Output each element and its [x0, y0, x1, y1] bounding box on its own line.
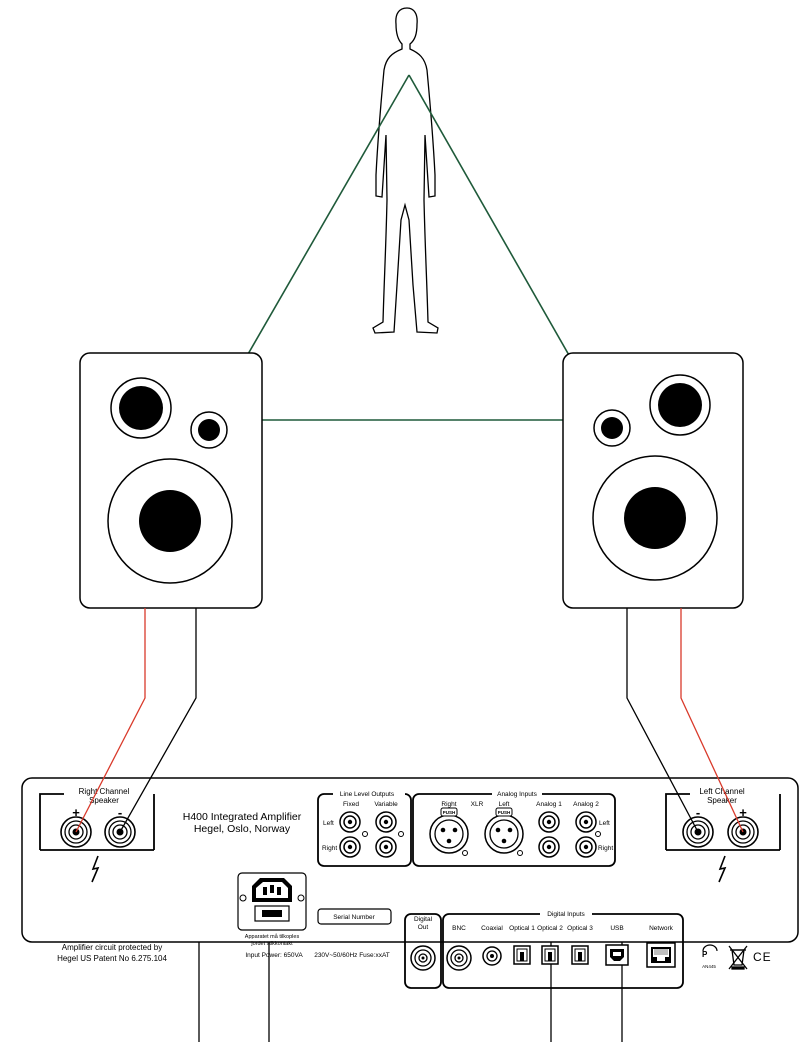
xlr-right-label: Right: [441, 801, 456, 808]
left-speaker-woofer: [592, 455, 718, 581]
line-level-outputs: Line Level Outputs Fixed Variable Left R…: [317, 790, 412, 867]
coaxial-input[interactable]: [482, 946, 502, 966]
analog-left-label: Left: [599, 820, 610, 827]
analog-inputs-title: Analog Inputs: [497, 791, 538, 798]
network-label: Network: [649, 925, 674, 932]
left-positive-cable: [680, 608, 744, 833]
digital-out-label-2: Out: [418, 924, 429, 931]
right-channel-label-1: Right Channel: [79, 787, 130, 796]
digital-inputs-title: Digital Inputs: [547, 911, 585, 918]
weee-bin-icon: [728, 945, 748, 970]
certification-code: AN445: [702, 964, 716, 969]
xlr-left-label: Left: [499, 801, 510, 808]
certification-mark-icon: P AN445: [702, 944, 718, 969]
network-input[interactable]: [646, 942, 676, 968]
optical2-label: Optical 2: [537, 925, 563, 932]
patent-line-2: Hegel US Patent No 6.275.104: [57, 954, 167, 963]
digital-out-label-1: Digital: [414, 916, 433, 923]
usb-label: USB: [610, 925, 623, 932]
left-minus-sign: -: [696, 805, 700, 820]
patent-line-1: Amplifier circuit protected by: [62, 943, 162, 952]
input-power: Input Power: 650VA: [245, 952, 303, 959]
right-negative-cable: [119, 608, 197, 833]
rca-jack-fixed-right[interactable]: [339, 836, 361, 858]
right-positive-cable: [75, 608, 146, 833]
optical1-label: Optical 1: [509, 925, 535, 932]
mains-note-1: Apparatet må tilkoples: [245, 933, 300, 940]
left-negative-cable: [626, 608, 699, 833]
xlr-left-push: PUSH: [498, 810, 511, 815]
right-high-voltage-icon: [91, 855, 100, 883]
analog1-label: Analog 1: [536, 801, 562, 808]
left-speaker: [562, 352, 744, 609]
analog2-label: Analog 2: [573, 801, 599, 808]
bnc-label: BNC: [452, 925, 466, 932]
rca-analog1-right[interactable]: [538, 836, 560, 858]
variable-label: Variable: [374, 801, 398, 808]
right-minus-sign: -: [118, 805, 122, 820]
listener-silhouette: [372, 7, 439, 334]
svg-text:P: P: [702, 950, 708, 959]
voltage-fuse-label: 230V~50/60Hz Fuse:xxAT: [314, 952, 390, 959]
left-plus-sign: +: [739, 805, 747, 820]
optical1-input[interactable]: [513, 945, 531, 965]
bnc-input[interactable]: [446, 945, 472, 971]
digital-out: Digital Out: [404, 913, 442, 989]
serial-number-plate: [317, 908, 392, 925]
digital-out-bnc[interactable]: [410, 945, 436, 971]
rca-jack-fixed-left[interactable]: [339, 811, 361, 833]
xlr-label: XLR: [471, 801, 484, 808]
model-location: Hegel, Oslo, Norway: [194, 823, 291, 835]
usb-input[interactable]: [605, 944, 629, 966]
xlr-input-right[interactable]: PUSH: [429, 807, 469, 856]
speaker-cables: [75, 608, 744, 833]
optical3-input[interactable]: [571, 945, 589, 965]
rca-analog2-right[interactable]: [575, 836, 597, 858]
serial-number-label: Serial Number: [333, 914, 375, 921]
right-plus-sign: +: [72, 805, 80, 820]
line-level-title: Line Level Outputs: [340, 791, 395, 798]
right-speaker-woofer: [107, 458, 233, 584]
right-channel-label-2: Speaker: [89, 796, 119, 805]
optical2-input[interactable]: [541, 945, 559, 965]
coaxial-label: Coaxial: [481, 925, 503, 932]
left-speaker-tweeter: [593, 409, 631, 447]
optical3-label: Optical 3: [567, 925, 593, 932]
analog-inputs: Analog Inputs Right XLR Left Analog 1 An…: [412, 790, 616, 867]
amplifier-back-panel: [21, 777, 799, 943]
power-inlet[interactable]: [237, 872, 307, 931]
rca-analog2-left[interactable]: [575, 811, 597, 833]
fixed-label: Fixed: [343, 801, 359, 808]
line-left-label: Left: [323, 820, 334, 827]
rca-jack-variable-left[interactable]: [375, 811, 397, 833]
left-speaker-midrange: [649, 374, 711, 436]
left-channel-label-2: Speaker: [707, 796, 737, 805]
xlr-input-left[interactable]: PUSH: [484, 807, 524, 856]
analog-right-label: Right: [598, 845, 613, 852]
right-speaker-midrange: [110, 377, 172, 439]
right-speaker: [79, 352, 263, 609]
rca-jack-variable-right[interactable]: [375, 836, 397, 858]
line-right-label: Right: [322, 845, 337, 852]
rca-analog1-left[interactable]: [538, 811, 560, 833]
ce-mark: CE: [753, 950, 772, 964]
right-speaker-tweeter: [190, 411, 228, 449]
left-channel-terminals: Left Channel Speaker - +: [665, 787, 781, 883]
model-title: H400 Integrated Amplifier: [183, 811, 302, 823]
mains-note-2: jordet stikkontakt: [250, 941, 293, 947]
digital-inputs: Digital Inputs BNC Coaxial Optical 1 Opt…: [442, 910, 684, 989]
xlr-right-push: PUSH: [443, 810, 456, 815]
left-channel-label-1: Left Channel: [699, 787, 745, 796]
left-high-voltage-icon: [718, 855, 727, 883]
